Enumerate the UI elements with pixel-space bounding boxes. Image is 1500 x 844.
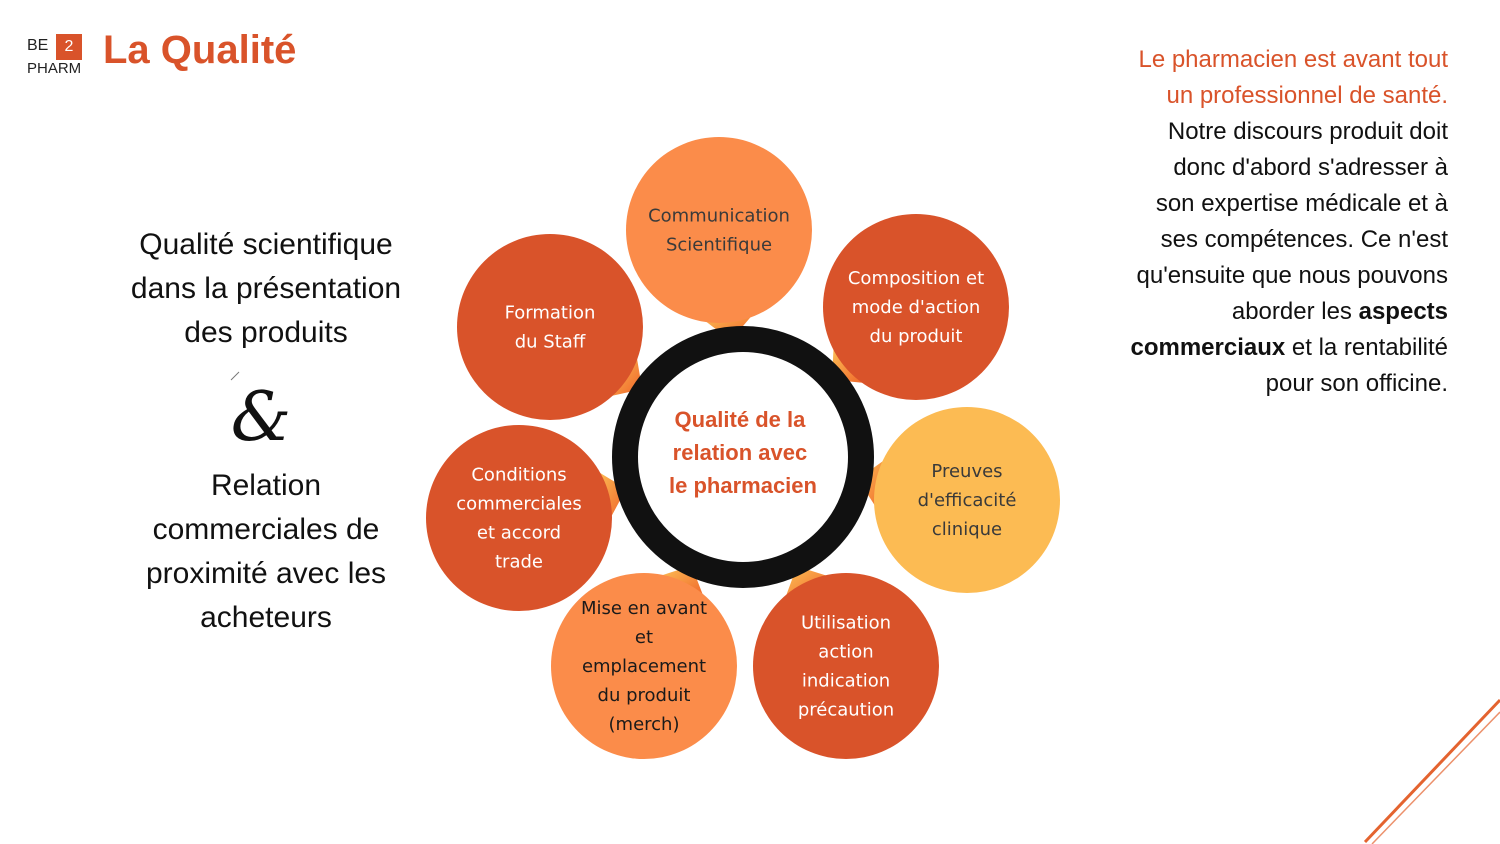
circle-label-line: et accord <box>477 523 561 544</box>
logo: BE 2 PHARM <box>27 33 87 79</box>
left-top-line: dans la présentation <box>130 272 402 305</box>
circle-label-line: action <box>818 642 873 663</box>
left-bottom-line: Relation <box>210 469 322 502</box>
decorative-stroke <box>230 371 240 381</box>
left-bottom-line: commerciales de <box>152 513 380 546</box>
decorative-stroke <box>1371 711 1500 844</box>
circle-label-line: clinique <box>932 519 1002 540</box>
circle-label-line: indication <box>802 671 890 692</box>
circle-communication <box>626 137 812 323</box>
circle-label-line: et <box>635 627 653 648</box>
logo-pharm: PHARM <box>27 60 82 77</box>
circle-label-line: Conditions <box>471 465 566 486</box>
center-line: Qualité de la <box>675 407 807 432</box>
circle-label-line: (merch) <box>609 714 680 735</box>
circle-label-composition: Composition et mode d'action du produit <box>848 268 984 347</box>
circle-label-line: Mise en avant <box>581 598 707 619</box>
left-bottom-line: acheteurs <box>200 601 332 634</box>
circle-label-line: Utilisation <box>801 613 891 634</box>
circle-label-conditions: Conditions commerciales et accord trade <box>456 465 581 573</box>
right-paragraph: Le pharmacien est avant tout un professi… <box>1130 42 1448 402</box>
center-ring <box>612 326 874 588</box>
circle-label-line: du produit <box>870 326 963 347</box>
circle-merch <box>551 573 737 759</box>
circle-label-line: emplacement <box>582 656 706 677</box>
ampersand: & <box>230 378 292 457</box>
page-title: La Qualité <box>103 28 297 72</box>
left-top-line: des produits <box>184 316 348 349</box>
circle-composition <box>823 214 1009 400</box>
circle-label-line: précaution <box>798 700 894 721</box>
circle-label-line: trade <box>495 552 543 573</box>
circle-label-line: Preuves <box>931 461 1002 482</box>
right-bold: aspects commerciaux <box>1130 298 1448 361</box>
circle-utilisation <box>753 573 939 759</box>
logo-number: 2 <box>56 34 82 60</box>
left-bottom-line: proximité avec les <box>145 557 387 590</box>
circle-label-line: commerciales <box>456 494 581 515</box>
circle-formation <box>457 234 643 420</box>
circle-label-line: Communication <box>648 206 790 227</box>
circle-label-merch: Mise en avant et emplacement du produit (mer… <box>581 598 707 735</box>
right-part2: et la rentabilité pour son officine. <box>1265 334 1448 397</box>
circle-label-line: du Staff <box>515 332 586 353</box>
circle-label-line: Scientifique <box>666 235 772 256</box>
circle-label-line: mode d'action <box>852 297 981 318</box>
left-top-line: Qualité scientifique <box>139 228 393 261</box>
circle-preuves <box>874 407 1060 593</box>
circle-label-utilisation: Utilisation action indication précaution <box>798 613 894 721</box>
circle-conditions <box>426 425 612 611</box>
center-label: Qualité de la relation avec le pharmacie… <box>669 407 817 498</box>
right-part1: Notre discours produit doit donc d'abord… <box>1136 118 1449 325</box>
center-line: relation avec <box>673 440 808 465</box>
left-bottom-text: Relation commerciales de proximité avec … <box>106 464 426 640</box>
center-line: le pharmacien <box>669 473 817 498</box>
logo-be: BE <box>27 37 49 54</box>
decorative-stroke <box>1363 698 1500 844</box>
right-highlight: Le pharmacien est avant tout un professi… <box>1138 46 1448 109</box>
circle-label-preuves: Preuves d'efficacité clinique <box>918 461 1017 540</box>
circle-label-formation: Formation du Staff <box>505 303 596 353</box>
left-top-text: Qualité scientifique dans la présentatio… <box>106 223 426 355</box>
circle-label-line: du produit <box>598 685 691 706</box>
circle-label-line: Formation <box>505 303 596 324</box>
circle-label-line: Composition et <box>848 268 984 289</box>
circle-label-line: d'efficacité <box>918 490 1017 511</box>
